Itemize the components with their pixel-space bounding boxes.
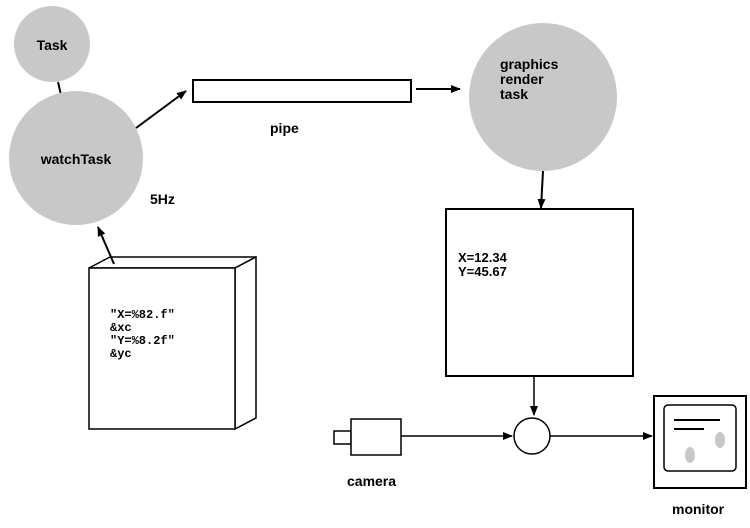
graphics-line-3: task	[500, 86, 528, 102]
source-code-text: "X=%82.f" &xc "Y=%8.2f" &yc	[110, 308, 182, 361]
pipe-label: pipe	[270, 120, 299, 136]
source-line-3: "Y=%8.2f"	[110, 334, 175, 348]
task-node	[14, 6, 90, 82]
monitor-label: monitor	[672, 501, 725, 517]
display-x-value: X=12.34	[458, 250, 508, 265]
camera-body	[350, 418, 402, 456]
display-y-value: Y=45.67	[458, 264, 507, 279]
source-box-front	[88, 267, 236, 430]
arrow-graphics-to-display	[537, 170, 546, 209]
graphics-line-1: graphics	[500, 56, 559, 72]
arrow-source-to-watchtask	[97, 226, 115, 265]
source-line-2: &xc	[110, 321, 132, 335]
task-label: Task	[37, 37, 68, 53]
camera-label: camera	[347, 473, 396, 489]
arrow-watchtask-to-pipe	[135, 90, 187, 129]
source-line-4: &yc	[110, 347, 132, 361]
monitor-screen	[663, 404, 737, 472]
monitor-blob-right	[715, 432, 725, 448]
source-box-side	[234, 255, 257, 431]
graphics-render-node	[469, 23, 617, 171]
graphics-label: graphics render task	[500, 56, 562, 102]
source-line-1: "X=%82.f"	[110, 308, 175, 322]
rate-label: 5Hz	[150, 191, 175, 207]
camera-lens	[333, 430, 352, 445]
pipe-box	[192, 79, 412, 103]
display-text: X=12.34 Y=45.67	[458, 250, 510, 279]
graphics-line-2: render	[500, 71, 544, 87]
watchtask-node	[9, 91, 143, 225]
display-box	[445, 208, 634, 377]
mixer-node	[513, 417, 551, 455]
watchtask-label: watchTask	[40, 151, 112, 167]
monitor-blob-left	[685, 447, 695, 463]
